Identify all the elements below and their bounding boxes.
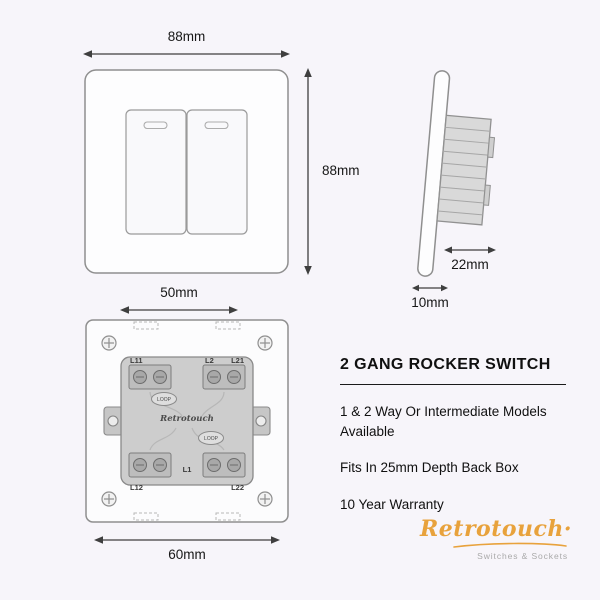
loop-terminal-1 (151, 392, 177, 406)
product-title: 2 GANG ROCKER SWITCH (340, 356, 551, 373)
terminal-label-bottom-right: L22 (231, 483, 244, 492)
front-height-dimension-label: 88mm (322, 163, 360, 178)
terminal-label-top-mid: L2 (205, 356, 214, 365)
plate-thickness-dimension-arrow (412, 284, 448, 292)
terminal-bump-top (487, 136, 496, 159)
terminal-blocks (128, 364, 246, 478)
terminal-label-bottom-mid: L1 (183, 465, 192, 474)
side-depth-dimension-arrow (444, 246, 496, 254)
module-width-dimension-arrow (120, 306, 238, 314)
rocker-left (125, 109, 187, 235)
front-width-dimension-label: 88mm (167, 29, 206, 44)
side-mechanism-body (436, 114, 492, 226)
loop-label-2: LOOP (204, 436, 219, 442)
terminal-label-bottom-left: L12 (130, 483, 143, 492)
rocker-right-indicator-slot (204, 121, 229, 130)
loop-label-1: LOOP (157, 397, 172, 403)
front-height-dimension-arrow (304, 68, 312, 275)
terminal-label-top-right: L21 (231, 356, 244, 365)
rocker-left-indicator-slot (143, 121, 168, 130)
side-view-diagram (417, 70, 496, 277)
mechanism-ridges (437, 126, 491, 216)
brand-tagline: Switches & Sockets (477, 551, 568, 561)
loop-terminal-2 (198, 431, 224, 445)
plate-thickness-dimension-label: 10mm (411, 295, 449, 310)
brand-logo-text: Retrotouch· (420, 516, 573, 542)
corner-screws (101, 335, 273, 507)
front-width-dimension-arrow (83, 50, 290, 58)
front-view-diagram (84, 69, 289, 274)
module-width-dimension-label: 50mm (160, 285, 198, 300)
fixing-width-dimension-arrow (94, 536, 280, 544)
feature-models: 1 & 2 Way Or Intermediate Models Availab… (340, 404, 547, 439)
fixing-hole-left (107, 415, 119, 427)
title-divider (340, 384, 566, 385)
info-panel: 2 GANG ROCKER SWITCH 1 & 2 Way Or Interm… (340, 356, 566, 514)
fixing-width-dimension-label: 60mm (168, 547, 206, 562)
fixing-hole-right (255, 415, 267, 427)
rocker-right (186, 109, 248, 235)
brand-engraving: Retrotouch (159, 414, 214, 424)
brand-logo: Retrotouch· Switches & Sockets (420, 516, 573, 561)
knockout-marks (133, 321, 241, 521)
side-depth-dimension-label: 22mm (451, 257, 489, 272)
brand-logo-swoosh (453, 542, 567, 548)
terminal-label-top-left: L11 (130, 356, 143, 365)
back-view-diagram: LOOP LOOP L11 L2 L21 L12 L1 L22 Retrotou… (85, 319, 289, 523)
terminal-bump-bottom (483, 184, 491, 206)
feature-warranty: 10 Year Warranty (340, 496, 444, 512)
feature-backbox: Fits In 25mm Depth Back Box (340, 460, 519, 476)
